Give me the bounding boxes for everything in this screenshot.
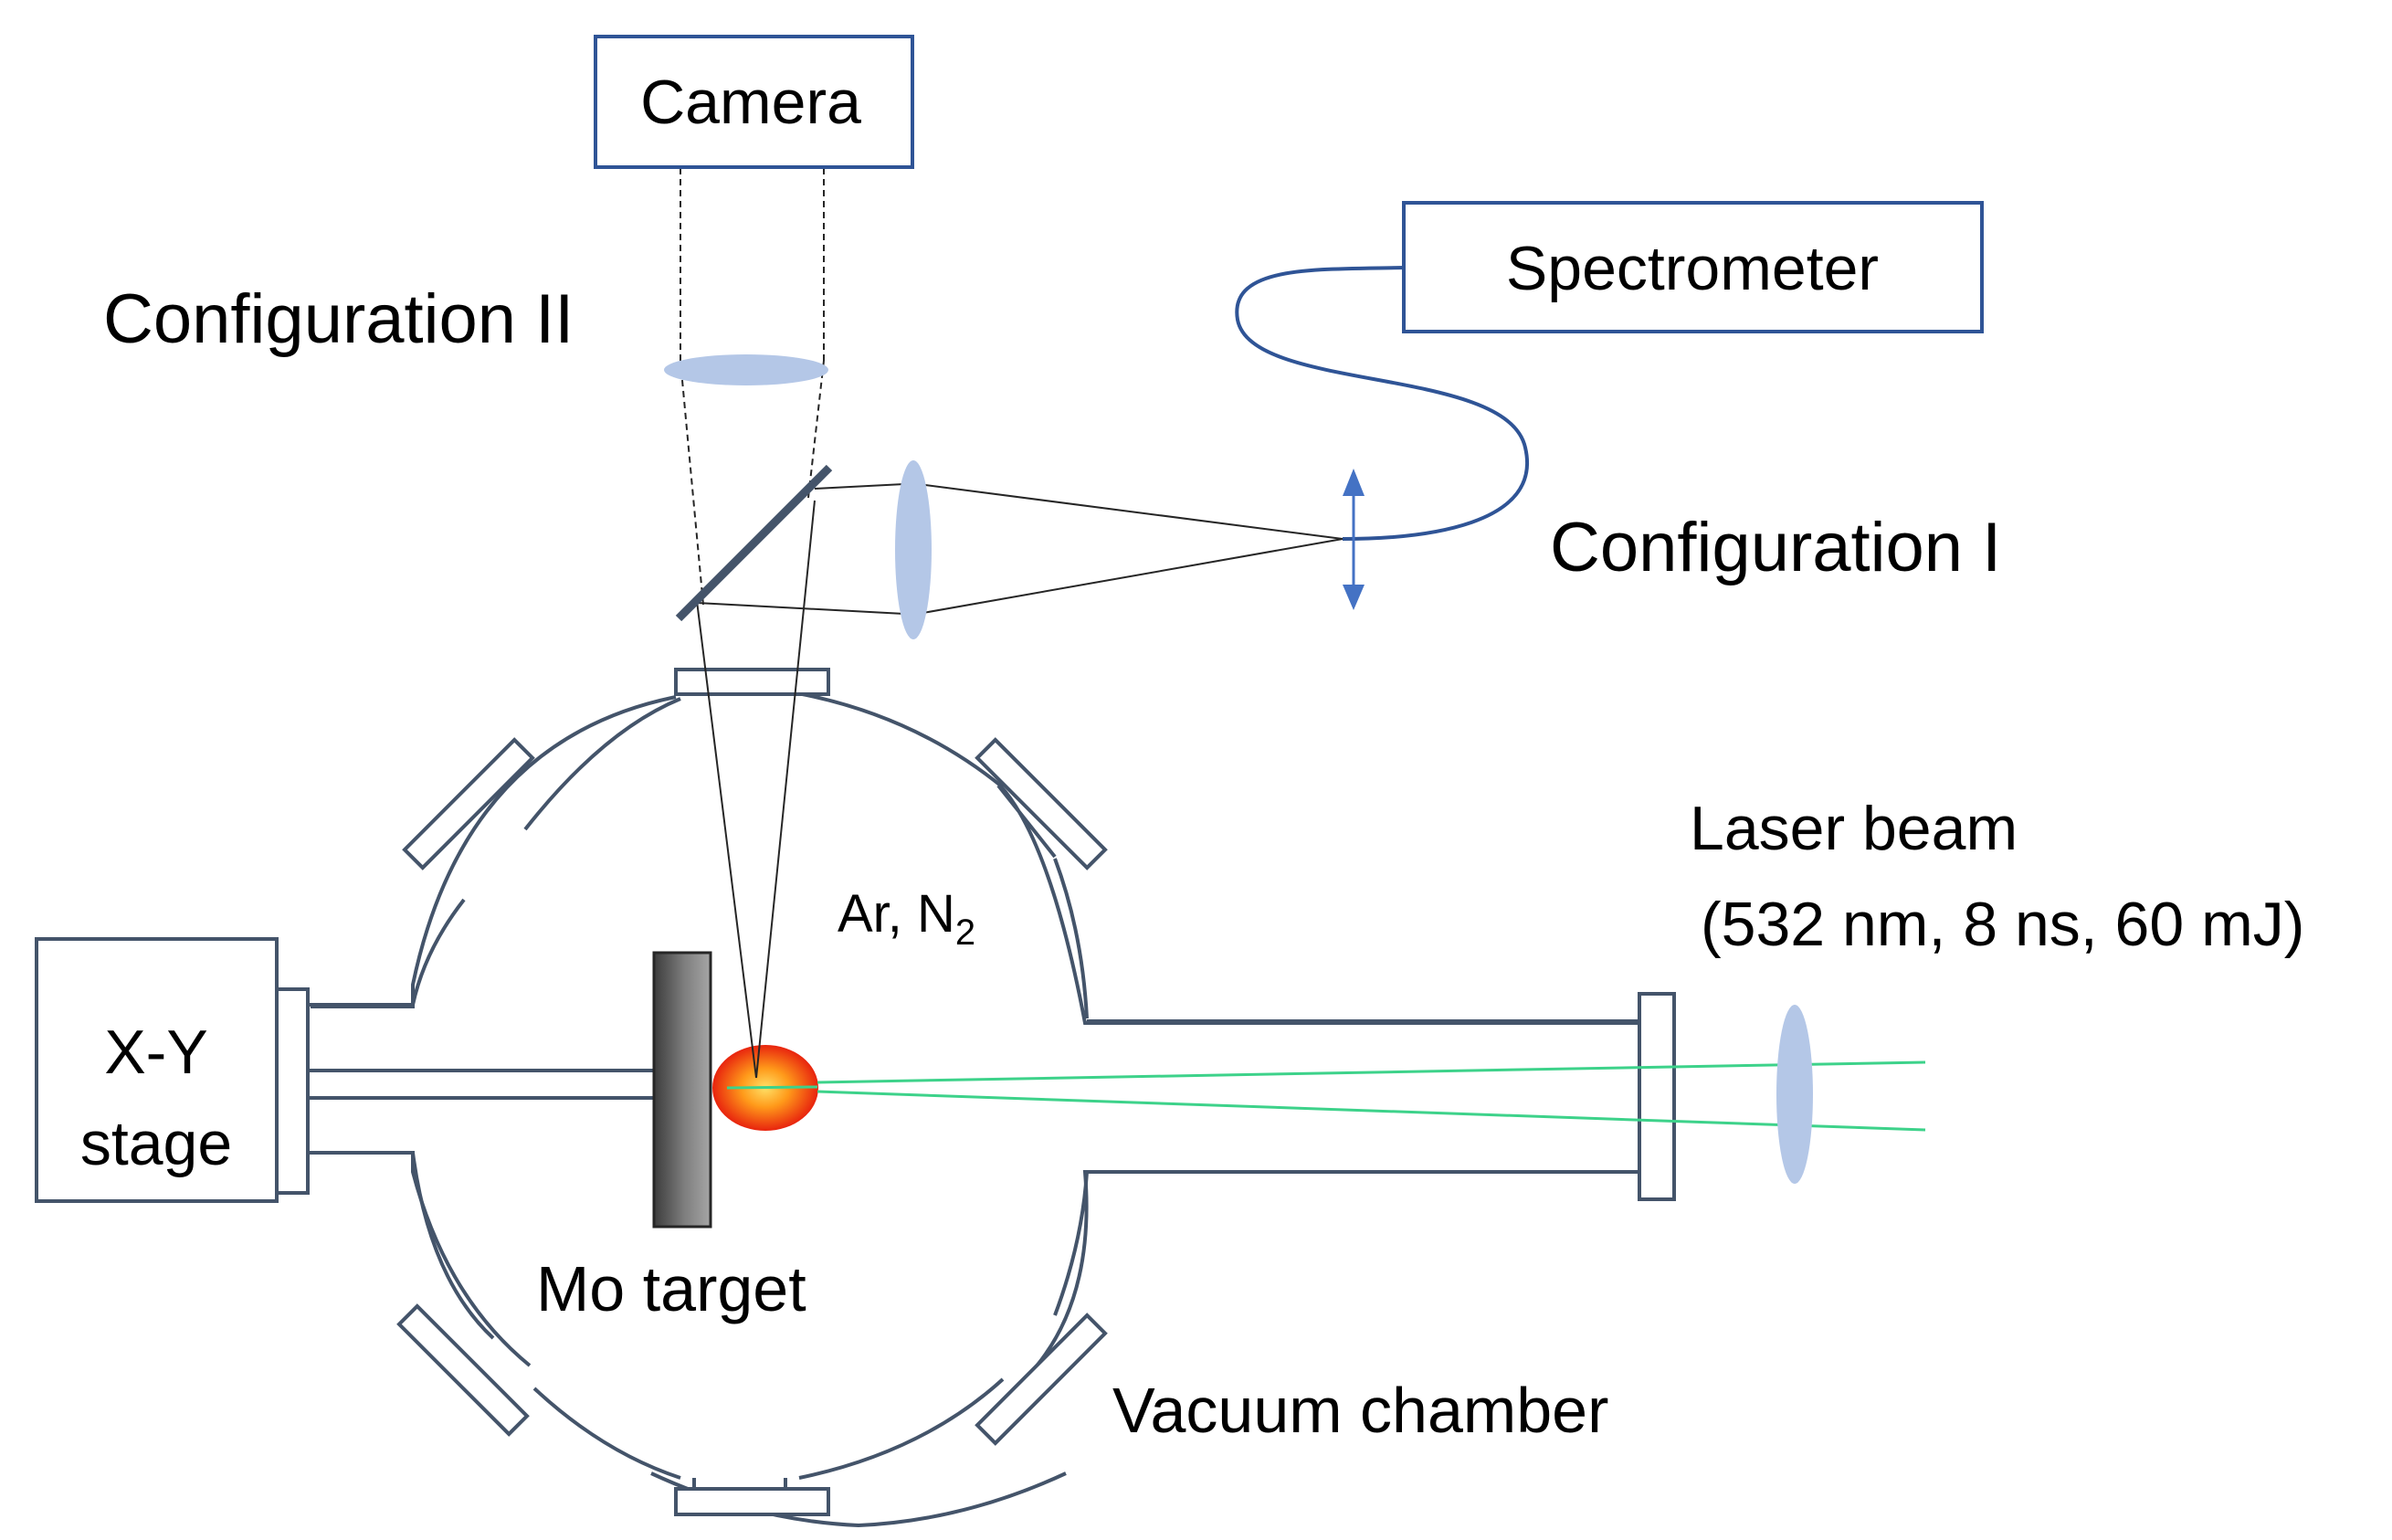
configuration-1-label: Configuration I bbox=[1550, 509, 2001, 586]
stage-rod bbox=[306, 1069, 657, 1100]
focusing-lens bbox=[1776, 1005, 1813, 1184]
laser-beam bbox=[726, 1060, 1926, 1132]
port-bottom-left bbox=[396, 1303, 530, 1437]
camera-label: Camera bbox=[640, 68, 861, 137]
stage-flange bbox=[275, 987, 310, 1195]
port-top-right bbox=[975, 737, 1108, 870]
port-top bbox=[674, 668, 830, 696]
chamber-arc-right-upper bbox=[1053, 858, 1089, 1019]
camera-box bbox=[594, 35, 914, 169]
optical-fiber bbox=[1235, 266, 1529, 541]
chamber-arc-right-lower bbox=[1053, 1171, 1089, 1316]
chamber-arc-bottom-left bbox=[532, 1387, 681, 1480]
chamber-outline bbox=[311, 695, 1639, 1528]
mirror bbox=[675, 464, 833, 622]
gas-label-main: Ar, N bbox=[838, 884, 955, 944]
chamber-arc-bottom-right bbox=[798, 1377, 1005, 1480]
stage-label-line1: X-Y bbox=[104, 1018, 207, 1087]
camera-lens bbox=[664, 354, 828, 385]
chamber-arc-top-right bbox=[792, 691, 1005, 789]
window-right bbox=[1638, 992, 1676, 1201]
chamber-arc-left-upper bbox=[411, 898, 466, 1006]
chamber-label: Vacuum chamber bbox=[1112, 1375, 1608, 1446]
laser-beam-label: Laser beam bbox=[1690, 794, 2018, 863]
chamber-arc-top-left bbox=[523, 697, 681, 831]
collection-lens bbox=[895, 460, 932, 639]
gas-label-subscript: 2 bbox=[955, 912, 975, 953]
vacuum-chamber bbox=[311, 668, 1676, 1528]
collection-optics bbox=[680, 167, 1344, 1079]
port-bottom bbox=[674, 1487, 830, 1516]
laser-params-label: (532 nm, 8 ns, 60 mJ) bbox=[1701, 890, 2304, 959]
spectrometer-label: Spectrometer bbox=[1506, 234, 1879, 303]
port-bottom-right bbox=[975, 1313, 1108, 1446]
spectrometer-box bbox=[1402, 201, 1984, 333]
chamber-arc-left-lower bbox=[411, 1152, 495, 1340]
configuration-2-label: Configuration II bbox=[103, 280, 574, 358]
target-label: Mo target bbox=[536, 1253, 806, 1324]
xy-stage bbox=[35, 937, 657, 1203]
stage-label-line2: stage bbox=[80, 1109, 232, 1178]
gas-label: Ar, N2 bbox=[838, 884, 975, 953]
translation-arrow-icon bbox=[1343, 469, 1365, 610]
mo-target bbox=[652, 951, 712, 1229]
port-top-left bbox=[402, 737, 535, 870]
stage-box bbox=[35, 937, 279, 1203]
